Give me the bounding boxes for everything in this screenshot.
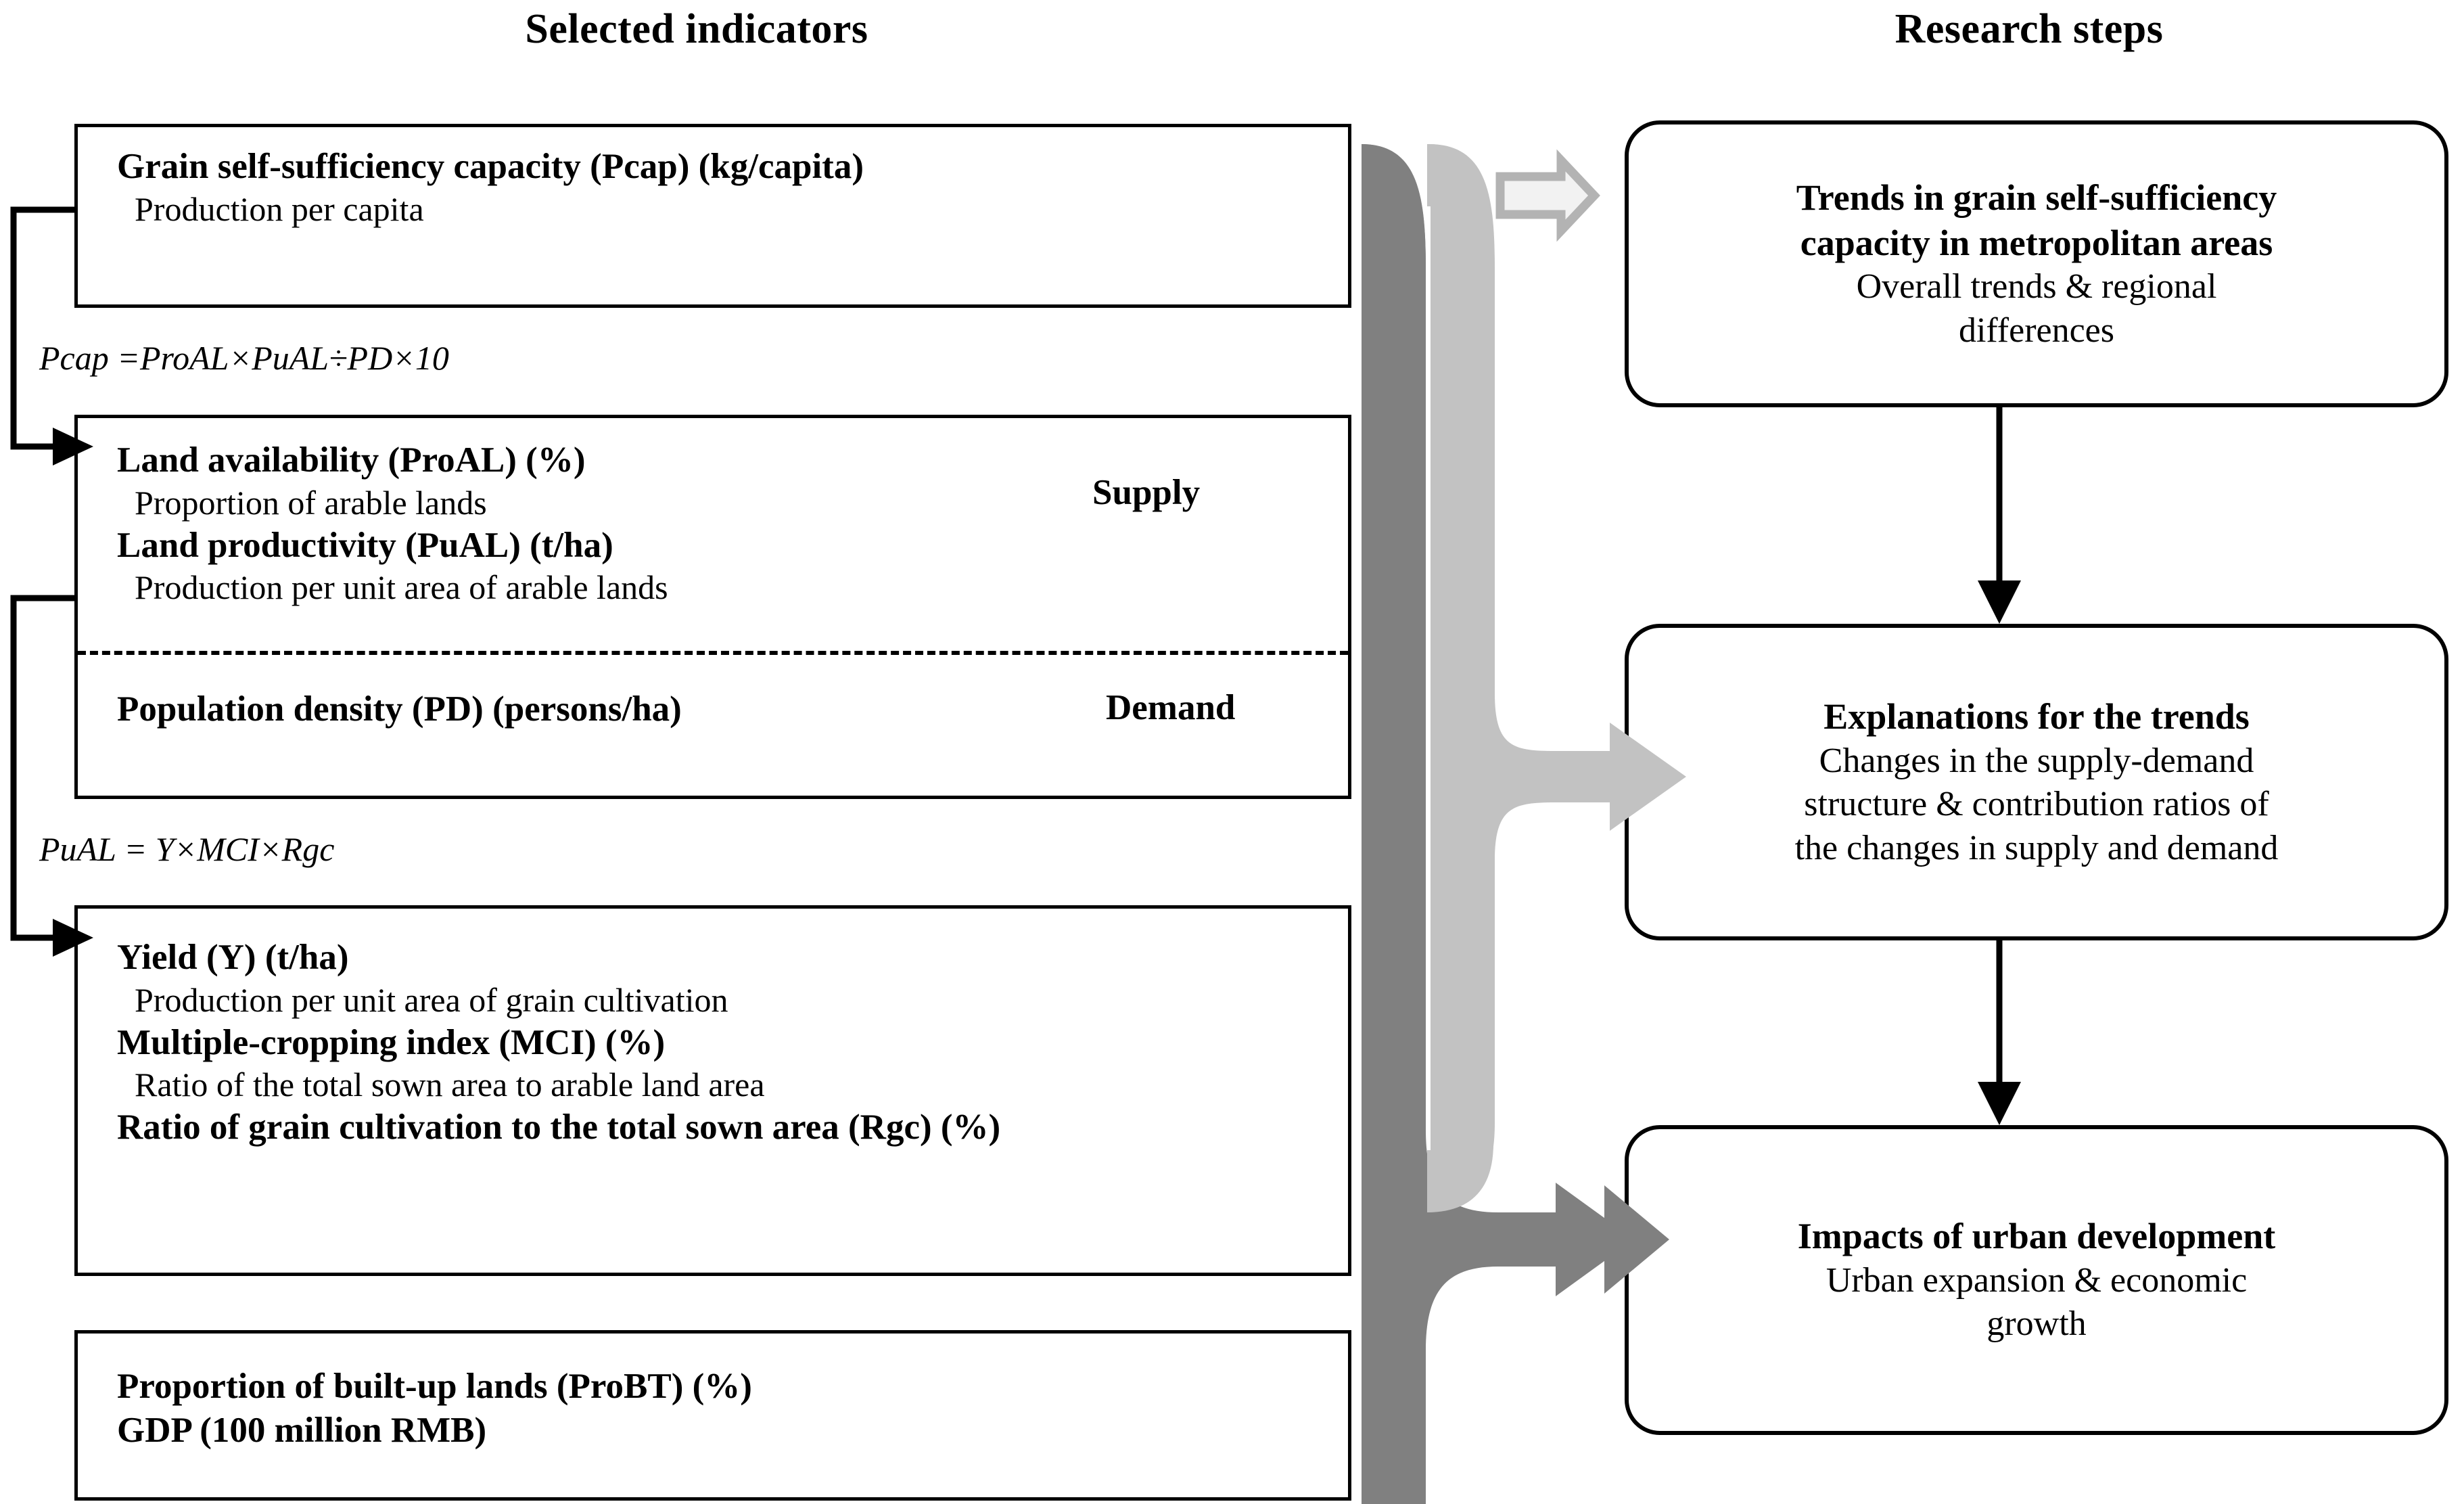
hollow-right-arrow <box>1495 149 1600 242</box>
indicator-line-bold: Ratio of grain cultivation to the total … <box>117 1108 1001 1147</box>
indicator-box-grain-self-sufficiency: Grain self-sufficiency capacity (Pcap) (… <box>74 124 1351 308</box>
step-subtitle-line: differences <box>1958 311 2114 350</box>
step-subtitle-line: growth <box>1986 1304 2087 1344</box>
step-subtitle-line: Changes in the supply-demand <box>1819 741 2254 780</box>
formula-pual: PuAL = Y×MCI×Rgc <box>39 830 335 868</box>
indicator-line-sub: Production per unit area of arable lands <box>135 568 668 607</box>
indicator-box-yield-mci-rgc: Yield (Y) (t/ha) Production per unit are… <box>74 905 1351 1276</box>
demand-tag: Demand <box>1106 688 1236 727</box>
indicator-line-sub: Production per capita <box>135 189 424 228</box>
left-column-heading: Selected indicators <box>525 6 868 52</box>
research-step-explanations: Explanations for the trends Changes in t… <box>1625 624 2448 940</box>
step-title-line: Explanations for the trends <box>1823 696 2250 737</box>
research-step-trends: Trends in grain self-sufficiency capacit… <box>1625 120 2448 407</box>
light-gray-ribbon-body <box>1429 144 1495 1208</box>
indicator-line-bold: Grain self-sufficiency capacity (Pcap) (… <box>117 147 864 186</box>
indicator-line-bold: Land productivity (PuAL) (t/ha) <box>117 525 613 565</box>
indicator-line-bold: Proportion of built-up lands (ProBT) (%) <box>117 1367 752 1406</box>
research-step-impacts: Impacts of urban development Urban expan… <box>1625 1125 2448 1435</box>
indicator-box-urban-indicators: Proportion of built-up lands (ProBT) (%)… <box>74 1330 1351 1501</box>
supply-demand-divider <box>78 651 1348 655</box>
step-title-line: Trends in grain self-sufficiency <box>1796 177 2277 218</box>
indicator-line-bold: Land availability (ProAL) (%) <box>117 440 586 480</box>
indicator-line-bold: Multiple-cropping index (MCI) (%) <box>117 1022 666 1062</box>
formula-pcap: Pcap =ProAL×PuAL÷PD×10 <box>39 339 449 377</box>
step-subtitle-line: structure & contribution ratios of <box>1804 785 2269 824</box>
indicator-line-sub: Proportion of arable lands <box>135 483 487 522</box>
light-gray-ribbon-trunk <box>1427 144 1493 1212</box>
step-title-line: Impacts of urban development <box>1797 1216 2276 1257</box>
dark-gray-branch-arrow <box>1426 1130 1634 1350</box>
down-arrow-trends-to-explanations <box>1978 407 2021 624</box>
indicator-line-sub: Production per unit area of grain cultiv… <box>135 980 728 1019</box>
supply-tag: Supply <box>1092 473 1201 512</box>
indicator-box-supply-demand: Land availability (ProAL) (%) Proportion… <box>74 415 1351 799</box>
indicator-line-bold: Population density (PD) (persons/ha) <box>117 689 682 729</box>
right-column-heading: Research steps <box>1895 6 2164 52</box>
step-title-line: capacity in metropolitan areas <box>1800 222 2273 263</box>
step-subtitle-line: Urban expansion & economic <box>1826 1261 2248 1300</box>
dark-gray-ribbon-arrow <box>1362 144 1669 1504</box>
indicator-line-bold: Yield (Y) (t/ha) <box>117 938 349 977</box>
down-arrow-explanations-to-impacts <box>1978 940 2021 1125</box>
step-subtitle-line: the changes in supply and demand <box>1794 828 2279 867</box>
indicator-line-bold: GDP (100 million RMB) <box>117 1410 487 1450</box>
indicator-line-sub: Ratio of the total sown area to arable l… <box>135 1066 765 1104</box>
dark-gray-ribbon-trunk <box>1362 144 1426 1504</box>
step-subtitle-line: Overall trends & regional <box>1856 267 2217 306</box>
